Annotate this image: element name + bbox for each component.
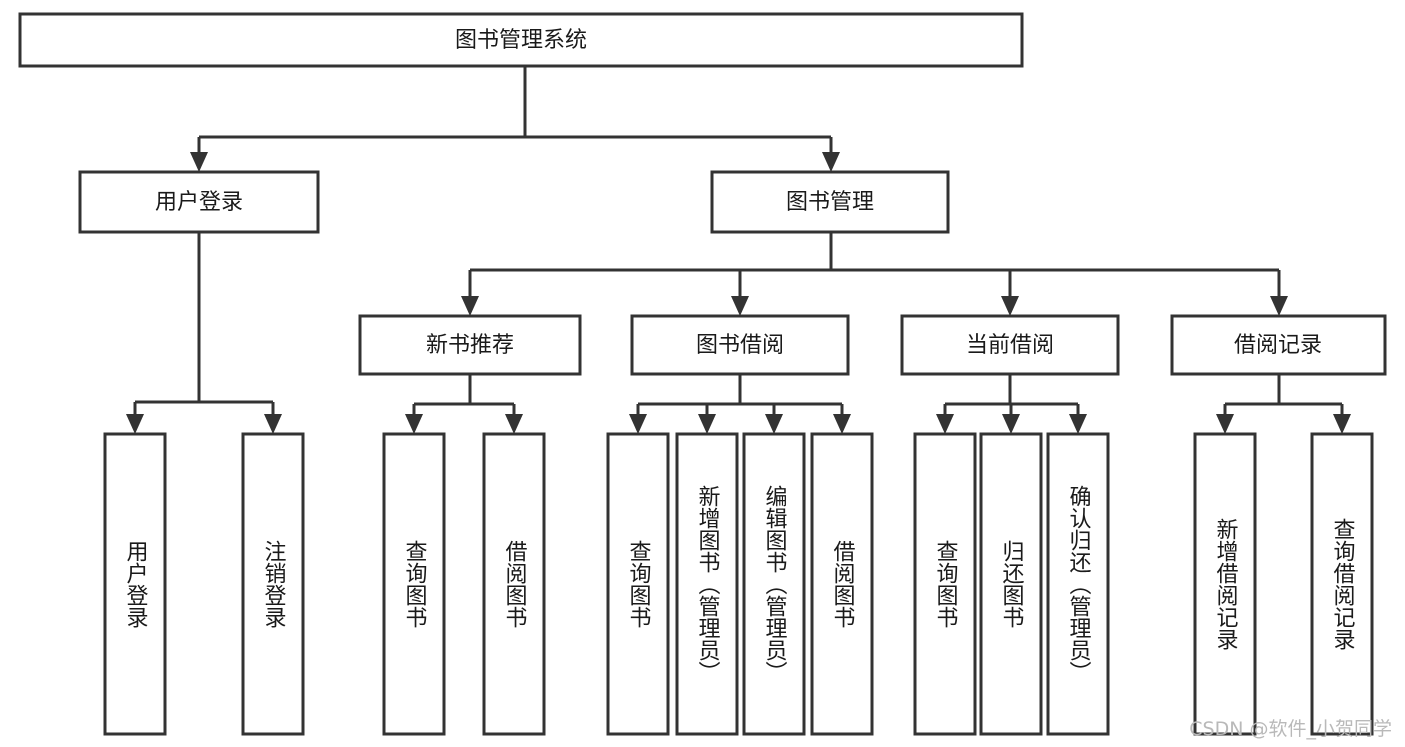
node-current-borrow-box[interactable]	[900, 314, 1120, 376]
node-leaf-query-book-3-box[interactable]	[913, 432, 977, 736]
node-book-management[interactable]: 图书管理	[710, 170, 950, 234]
node-user-login-box[interactable]	[78, 170, 320, 234]
node-new-book[interactable]: 新书推荐	[358, 314, 582, 376]
node-leaf-confirm-return-box[interactable]	[1046, 432, 1110, 736]
node-leaf-query-book-2-label: 查询图书	[626, 540, 652, 628]
connector-layer	[126, 66, 1351, 434]
arrowhead-to-leaf-query-record	[1333, 414, 1351, 434]
arrowhead-to-leaf-return-book	[1002, 414, 1020, 434]
node-leaf-add-book[interactable]: 新增图书（管理员）	[675, 432, 739, 736]
node-current-borrow-label: 当前借阅	[966, 333, 1054, 358]
node-book-borrow[interactable]: 图书借阅	[630, 314, 850, 376]
arrowhead-to-leaf-add-record	[1216, 414, 1234, 434]
connector-newbook-to-leaves	[412, 374, 516, 420]
arrowhead-to-leaf-query-book-1	[405, 414, 423, 434]
node-leaf-query-book-2-box[interactable]	[606, 432, 670, 736]
node-leaf-user-logout[interactable]: 注销登录	[241, 432, 305, 736]
connector-login-to-leaves	[133, 232, 275, 420]
node-leaf-user-login-box[interactable]	[103, 432, 167, 736]
node-current-borrow[interactable]: 当前借阅	[900, 314, 1120, 376]
connector-borrow-to-leaves	[636, 374, 844, 420]
arrowhead-to-leaf-add-book	[698, 414, 716, 434]
node-borrow-records-label: 借阅记录	[1234, 333, 1322, 358]
node-leaf-borrow-book-2-box[interactable]	[810, 432, 874, 736]
node-leaf-edit-book[interactable]: 编辑图书（管理员）	[742, 432, 806, 736]
node-leaf-add-book-box[interactable]	[675, 432, 739, 736]
node-leaf-query-book-2[interactable]: 查询图书	[606, 432, 670, 736]
node-leaf-borrow-book-1[interactable]: 借阅图书	[482, 432, 546, 736]
arrowhead-to-book-management	[822, 152, 840, 172]
node-leaf-add-record-label: 新增借阅记录	[1213, 518, 1239, 650]
node-book-management-label: 图书管理	[786, 190, 874, 215]
node-leaf-borrow-book-1-label: 借阅图书	[502, 540, 528, 628]
connector-current-to-leaves	[943, 374, 1080, 420]
arrowhead-to-leaf-query-book-3	[936, 414, 954, 434]
node-leaf-borrow-book-2-label: 借阅图书	[830, 540, 856, 628]
arrowhead-to-leaf-confirm-return	[1069, 414, 1087, 434]
node-leaf-borrow-book-1-box[interactable]	[482, 432, 546, 736]
node-leaf-query-book-1-label: 查询图书	[402, 540, 428, 628]
node-borrow-records-box[interactable]	[1170, 314, 1387, 376]
node-user-login-label: 用户登录	[155, 190, 243, 215]
node-root-label: 图书管理系统	[455, 28, 587, 53]
node-leaf-query-record-box[interactable]	[1310, 432, 1374, 736]
arrowhead-to-user-login	[190, 152, 208, 172]
connector-root-to-level2	[197, 66, 833, 158]
node-new-book-label: 新书推荐	[426, 333, 514, 358]
arrowhead-to-leaf-user-login	[126, 414, 144, 434]
node-borrow-records[interactable]: 借阅记录	[1170, 314, 1387, 376]
node-leaf-edit-book-label: 编辑图书（管理员）	[762, 485, 788, 683]
arrowhead-to-current-borrow	[1001, 296, 1019, 316]
connector-records-to-leaves	[1223, 374, 1344, 420]
node-book-borrow-box[interactable]	[630, 314, 850, 376]
node-book-management-box[interactable]	[710, 170, 950, 234]
node-root[interactable]: 图书管理系统	[18, 12, 1024, 68]
node-leaf-query-book-3[interactable]: 查询图书	[913, 432, 977, 736]
arrowhead-to-borrow-records	[1270, 296, 1288, 316]
node-leaf-add-book-label: 新增图书（管理员）	[695, 485, 721, 683]
node-leaf-return-book-box[interactable]	[979, 432, 1043, 736]
node-leaf-query-book-1[interactable]: 查询图书	[382, 432, 446, 736]
arrowhead-to-leaf-borrow-book-1	[505, 414, 523, 434]
arrowhead-to-leaf-query-book-2	[629, 414, 647, 434]
node-leaf-query-book-1-box[interactable]	[382, 432, 446, 736]
node-leaf-add-record[interactable]: 新增借阅记录	[1193, 432, 1257, 736]
node-leaf-user-login[interactable]: 用户登录	[103, 432, 167, 736]
connector-bookmgmt-to-level3	[468, 232, 1281, 302]
arrowhead-to-leaf-borrow-book-2	[833, 414, 851, 434]
watermark: CSDN @软件_小贺同学	[1189, 718, 1392, 740]
node-leaf-add-record-box[interactable]	[1193, 432, 1257, 736]
node-leaf-return-book-label: 归还图书	[999, 540, 1025, 628]
node-user-login[interactable]: 用户登录	[78, 170, 320, 234]
node-book-borrow-label: 图书借阅	[696, 333, 784, 358]
arrowhead-to-leaf-edit-book	[765, 414, 783, 434]
arrowhead-to-book-borrow	[731, 296, 749, 316]
node-leaf-user-logout-box[interactable]	[241, 432, 305, 736]
node-leaf-user-logout-label: 注销登录	[261, 540, 287, 628]
node-leaf-edit-book-box[interactable]	[742, 432, 806, 736]
arrowhead-to-leaf-user-logout	[264, 414, 282, 434]
node-leaf-confirm-return-label: 确认归还（管理员）	[1066, 485, 1092, 683]
node-leaf-return-book[interactable]: 归还图书	[979, 432, 1043, 736]
node-leaf-confirm-return[interactable]: 确认归还（管理员）	[1046, 432, 1110, 736]
node-root-box[interactable]	[18, 12, 1024, 68]
arrowhead-to-new-book	[461, 296, 479, 316]
node-leaf-query-book-3-label: 查询图书	[933, 540, 959, 628]
node-leaf-query-record-label: 查询借阅记录	[1330, 518, 1356, 650]
node-new-book-box[interactable]	[358, 314, 582, 376]
node-leaf-query-record[interactable]: 查询借阅记录	[1310, 432, 1374, 736]
node-leaf-borrow-book-2[interactable]: 借阅图书	[810, 432, 874, 736]
node-leaf-user-login-label: 用户登录	[123, 540, 149, 628]
